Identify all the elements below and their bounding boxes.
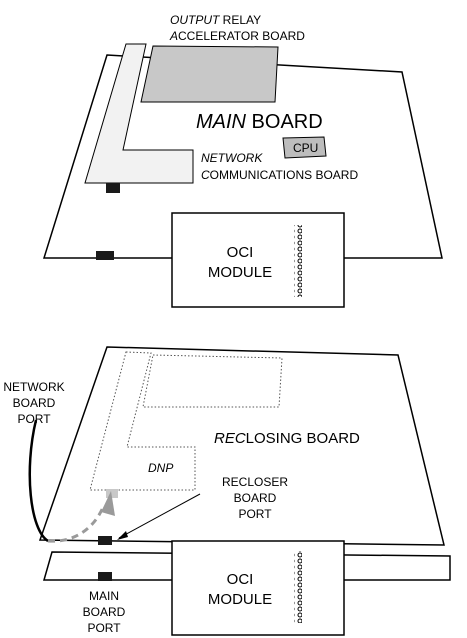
- recloser-port-label-line2: BOARD: [234, 491, 277, 505]
- network-port-label-line3: PORT: [17, 412, 51, 426]
- main-port-label-line1: MAIN: [89, 589, 119, 603]
- cpu-chip: [282, 136, 327, 159]
- network-board-label-line1: NETWORK: [201, 151, 263, 165]
- recloser-port-label-line1: RECLOSER: [222, 475, 288, 489]
- network-cable-dashed-arrow: [47, 504, 106, 543]
- output-relay-label-line1: OUTPUT RELAY: [170, 13, 261, 27]
- output-relay-accelerator-board: [140, 45, 279, 103]
- main-board-port-bottom: [98, 572, 112, 581]
- top-diagram: OUTPUT RELAY ACCELERATOR BOARD MAIN BOAR…: [42, 13, 443, 308]
- network-board-footprint: [89, 351, 196, 491]
- main-board-port-top: [96, 251, 114, 260]
- reclosing-board: [38, 346, 445, 546]
- oci-module-bottom-line2: MODULE: [208, 591, 272, 608]
- oci-module-bottom: [171, 540, 345, 636]
- oci-led-column-bottom: [294, 551, 302, 623]
- dnp-label: DNP: [148, 461, 173, 475]
- recloser-port-label-line3: PORT: [238, 507, 272, 521]
- oci-module-top-line2: MODULE: [208, 264, 272, 281]
- network-board-connector: [106, 183, 120, 193]
- cpu-label: CPU: [293, 141, 318, 155]
- main-port-label-line3: PORT: [87, 621, 121, 635]
- network-communications-board: [84, 43, 194, 184]
- oci-module-top: [171, 212, 345, 308]
- network-cable: [28, 419, 49, 543]
- reclosing-board-label: RECLOSING BOARD: [214, 430, 360, 447]
- network-board-label-line2: COMMUNICATIONS BOARD: [201, 168, 358, 182]
- network-port-label-line2: BOARD: [13, 396, 56, 410]
- main-port-label-line2: BOARD: [83, 605, 126, 619]
- oci-led-column-top: [294, 225, 302, 297]
- bottom-diagram: NETWORK BOARD PORT RECLOSING BOARD DNP R…: [3, 346, 451, 636]
- main-board: [42, 54, 443, 259]
- main-board-label: MAIN BOARD: [196, 111, 323, 133]
- dashed-arrow-head: [101, 491, 115, 516]
- recloser-port-leader-head: [117, 531, 128, 540]
- recloser-board-port: [98, 536, 112, 545]
- recloser-port-leader: [118, 493, 201, 539]
- network-port-label-line1: NETWORK: [3, 380, 64, 394]
- oci-module-bottom-line1: OCI: [227, 571, 254, 588]
- output-relay-label-line2: ACCELERATOR BOARD: [169, 29, 305, 43]
- network-board-port-location: [106, 489, 118, 498]
- oci-module-top-line1: OCI: [227, 244, 254, 261]
